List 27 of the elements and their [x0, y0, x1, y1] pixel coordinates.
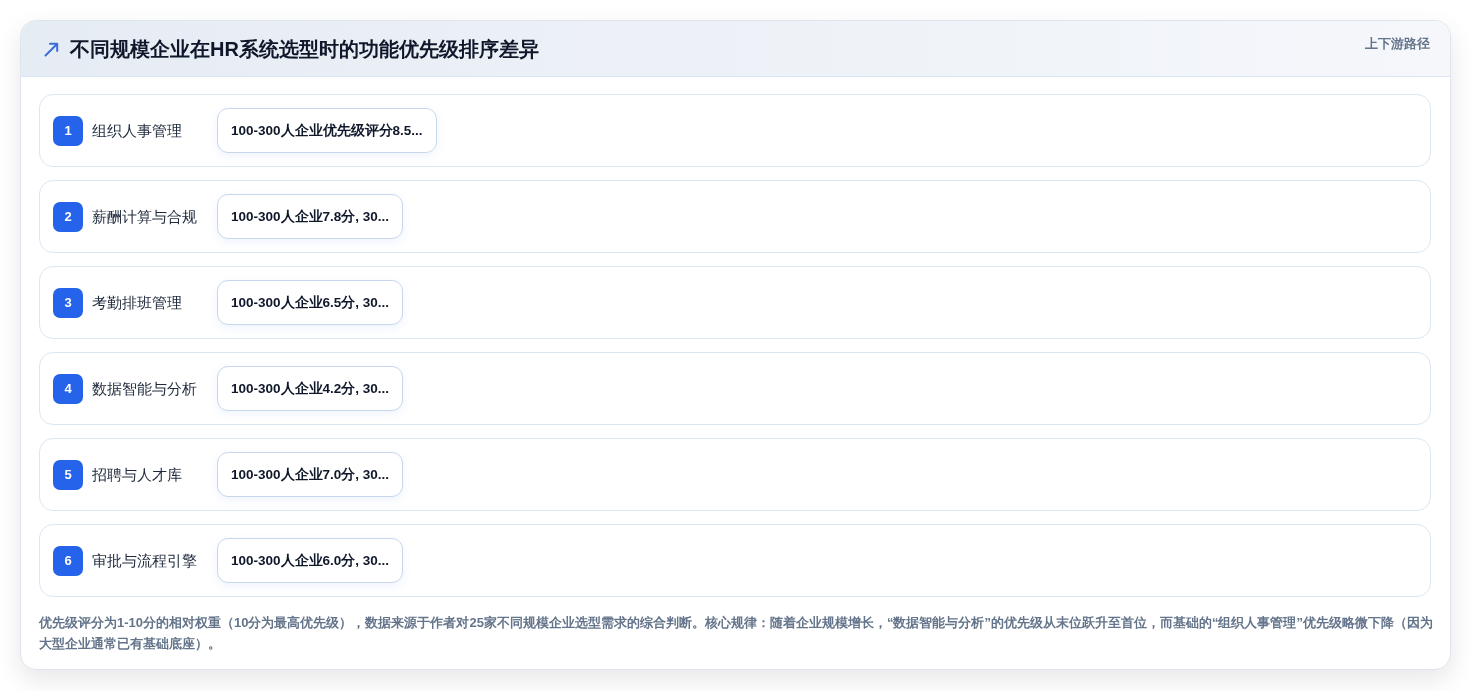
- footnote-text: 优先级评分为1-10分的相对权重（10分为最高优先级），数据来源于作者对25家不同规模企业选型需求的综合判断。核心规律：随着企业规模增长，“数据智能与分析”的优先级从末位跃升至首位，而基础的“组织人事管理”优先级略微下降（因为大型企业通常已有基础底座）。: [39, 614, 1434, 653]
- score-chip: 100-300人企业7.8分, 30...: [217, 194, 404, 239]
- title-text: 不同规模企业在HR系统选型时的功能优先级排序差异: [70, 37, 539, 61]
- number-badge: 5: [53, 460, 83, 490]
- row-label: 组织人事管理: [92, 122, 182, 141]
- score-chip: 100-300人企业6.5分, 30...: [217, 280, 404, 325]
- score-chip: 100-300人企业6.0分, 30...: [217, 538, 404, 583]
- row-card: [39, 352, 1431, 425]
- row-card: [39, 524, 1431, 597]
- number-badge: 3: [53, 288, 83, 318]
- path-label: 上下游路径: [1365, 36, 1430, 53]
- row-label: 审批与流程引擎: [92, 552, 197, 571]
- number-badge: 4: [53, 374, 83, 404]
- score-chip: 100-300人企业7.0分, 30...: [217, 452, 404, 497]
- row-label: 薪酬计算与合规: [92, 208, 197, 227]
- score-chip: 100-300人企业4.2分, 30...: [217, 366, 404, 411]
- score-chip: 100-300人企业优先级评分8.5...: [217, 108, 437, 153]
- row-label: 考勤排班管理: [92, 294, 182, 313]
- number-badge: 1: [53, 116, 83, 146]
- row-card: [39, 438, 1431, 511]
- row-card: [39, 180, 1431, 253]
- row-card: [39, 94, 1431, 167]
- row-label: 招聘与人才库: [92, 466, 182, 485]
- row-card: [39, 266, 1431, 339]
- number-badge: 6: [53, 546, 83, 576]
- number-badge: 2: [53, 202, 83, 232]
- row-label: 数据智能与分析: [92, 380, 197, 399]
